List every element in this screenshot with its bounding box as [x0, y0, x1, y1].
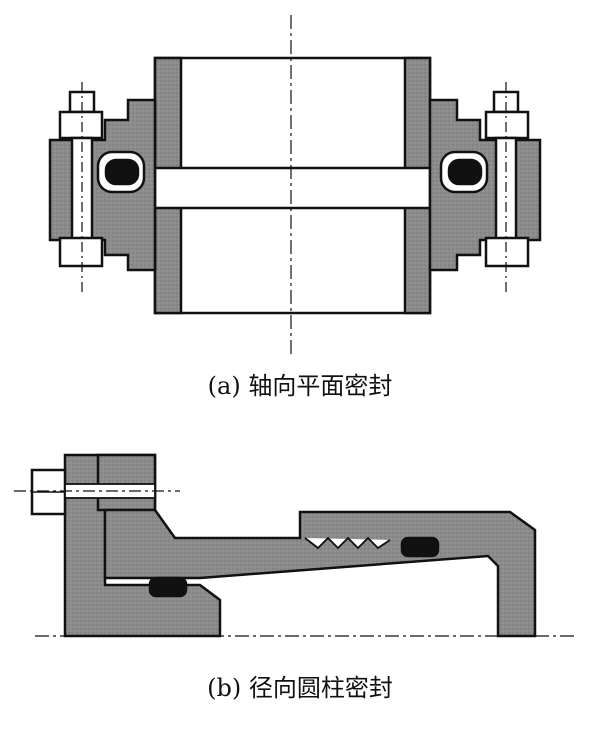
thread-serration	[304, 536, 391, 550]
radial-cylinder-seal-drawing	[14, 453, 575, 638]
axial-face-seal-drawing	[48, 15, 542, 355]
caption-radial-cylinder-seal: (b) 径向圆柱密封	[207, 674, 393, 702]
bolt-b	[14, 468, 180, 516]
o-ring-right	[400, 536, 440, 558]
pipe-cylinder	[153, 56, 432, 315]
o-ring-left	[148, 576, 188, 598]
right-bolt	[484, 82, 530, 292]
left-bolt	[58, 82, 104, 292]
caption-axial-face-seal: (a) 轴向平面密封	[207, 372, 393, 400]
